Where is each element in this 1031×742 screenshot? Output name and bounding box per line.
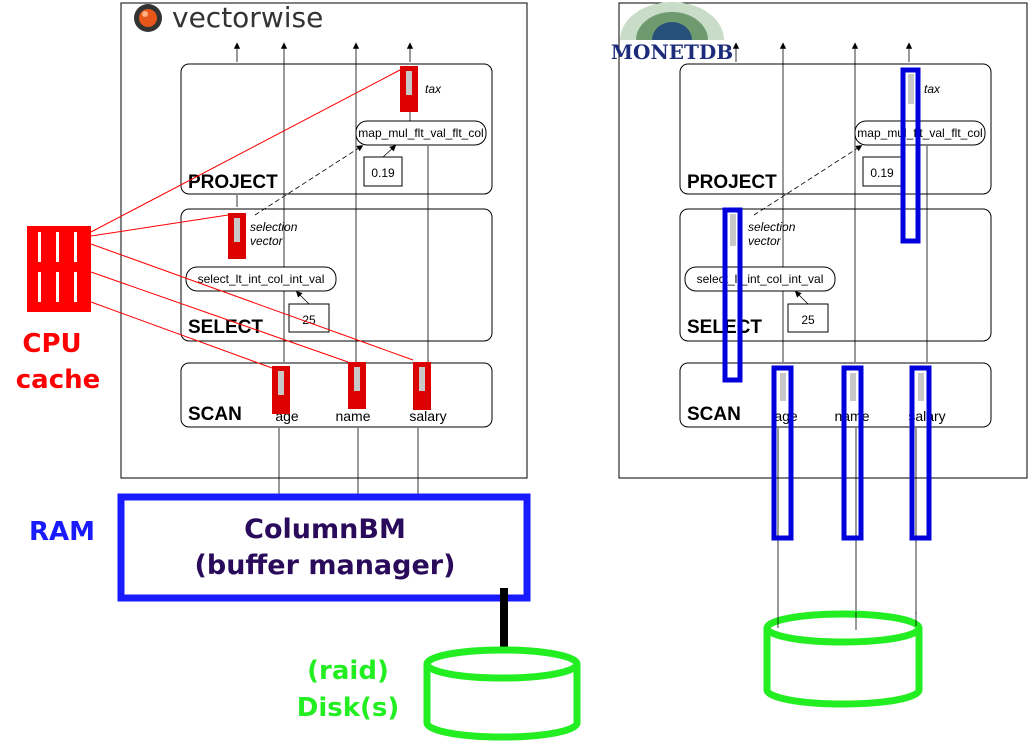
tax-output-label: tax bbox=[425, 82, 442, 96]
select-operator-box-right bbox=[679, 208, 992, 342]
select-constant-value: 25 bbox=[302, 313, 316, 327]
column-name-label: name bbox=[335, 408, 370, 424]
vectorwise-logo-text: vectorwise bbox=[172, 1, 323, 34]
project-function-label: map_mul_flt_val_flt_col bbox=[358, 126, 483, 140]
select-label: SELECT bbox=[188, 317, 263, 338]
tax-output-label-right: tax bbox=[924, 82, 941, 96]
select-constant-box-right bbox=[787, 303, 829, 333]
project-constant-box bbox=[363, 156, 403, 187]
cpu-cache-vectors bbox=[228, 66, 431, 414]
column-name-label-right: name bbox=[834, 408, 869, 424]
right-flow-lines bbox=[732, 42, 928, 628]
cpu-label: CPU bbox=[22, 329, 81, 359]
raid-label: (raid) bbox=[307, 656, 389, 686]
project-function-box bbox=[355, 120, 487, 146]
project-label: PROJECT bbox=[188, 172, 278, 193]
project-operator-box-right bbox=[679, 63, 992, 195]
scan-operator-box-right bbox=[679, 362, 992, 428]
project-constant-box-right bbox=[862, 156, 902, 187]
left-flow-lines bbox=[233, 42, 429, 494]
selection-label: selection bbox=[250, 220, 298, 234]
vectorwise-logo: vectorwise bbox=[134, 1, 323, 34]
ram-label: RAM bbox=[29, 517, 95, 547]
vector-label: vector bbox=[250, 234, 284, 248]
full-column-bars bbox=[722, 67, 932, 541]
select-function-box bbox=[185, 266, 337, 292]
scan-label: SCAN bbox=[188, 404, 242, 425]
select-function-label-right: select_lt_int_col_int_val bbox=[697, 272, 824, 286]
left-disk bbox=[423, 646, 581, 741]
name-column-bar bbox=[841, 365, 864, 541]
tax-column-bar bbox=[900, 67, 921, 244]
selection-label-right: selection bbox=[748, 220, 796, 234]
buffer-manager-box bbox=[117, 493, 531, 602]
right-disk bbox=[763, 610, 923, 708]
monetdb-logo: MONETDB bbox=[611, 2, 733, 64]
salary-column-bar bbox=[909, 365, 932, 541]
select-operator-box bbox=[180, 208, 493, 342]
monetdb-frame bbox=[618, 2, 1028, 479]
scan-operator-box bbox=[180, 362, 493, 428]
vectorwise-panel: vectorwise PROJECT map_mul_flt_val_flt_c… bbox=[16, 1, 581, 741]
select-function-label: select_lt_int_col_int_val bbox=[198, 272, 325, 286]
selection-column-bar bbox=[722, 207, 743, 383]
cpu-cache-block bbox=[27, 226, 91, 312]
project-constant-value: 0.19 bbox=[371, 166, 395, 180]
select-constant-value-right: 25 bbox=[801, 313, 815, 327]
cache-connection-lines bbox=[90, 69, 414, 369]
buffer-manager-subtitle: (buffer manager) bbox=[195, 550, 456, 581]
age-column-bar bbox=[771, 365, 794, 541]
vector-label-right: vector bbox=[748, 234, 782, 248]
monetdb-logo-text: MONETDB bbox=[611, 40, 733, 64]
vectorwise-frame bbox=[120, 2, 528, 479]
project-operator-box bbox=[180, 63, 493, 195]
column-age-label-right: age bbox=[774, 408, 798, 424]
scan-label-right: SCAN bbox=[687, 404, 741, 425]
project-constant-value-right: 0.19 bbox=[870, 166, 894, 180]
monetdb-panel: MONETDB PROJECT map_mul_flt_val_flt_col … bbox=[611, 2, 1028, 708]
project-label-right: PROJECT bbox=[687, 172, 777, 193]
disks-label: Disk(s) bbox=[297, 693, 400, 723]
cache-label: cache bbox=[16, 365, 101, 395]
column-salary-label: salary bbox=[409, 408, 446, 424]
buffer-manager-title: ColumnBM bbox=[244, 514, 406, 545]
